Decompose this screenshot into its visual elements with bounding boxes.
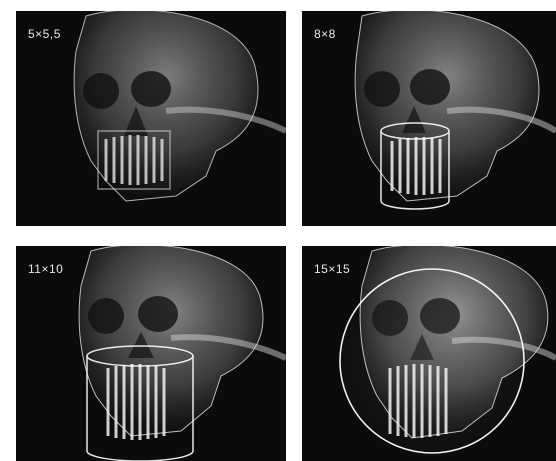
skull-xray-image xyxy=(16,11,286,226)
fov-size-label: 5×5,5 xyxy=(28,27,61,41)
fov-panel-11x10: 11×10 xyxy=(16,246,286,461)
skull-xray-image xyxy=(302,11,556,226)
fov-size-label: 8×8 xyxy=(314,27,336,41)
skull-xray-image xyxy=(302,246,556,461)
fov-size-label: 15×15 xyxy=(314,262,350,276)
fov-panel-8x8: 8×8 xyxy=(302,11,556,226)
fov-panel-5x5.5: 5×5,5 xyxy=(16,11,286,226)
fov-panel-15x15: 15×15 xyxy=(302,246,556,461)
fov-sphere-outline xyxy=(340,269,524,453)
skull-xray-image xyxy=(16,246,286,461)
fov-size-label: 11×10 xyxy=(28,262,63,276)
